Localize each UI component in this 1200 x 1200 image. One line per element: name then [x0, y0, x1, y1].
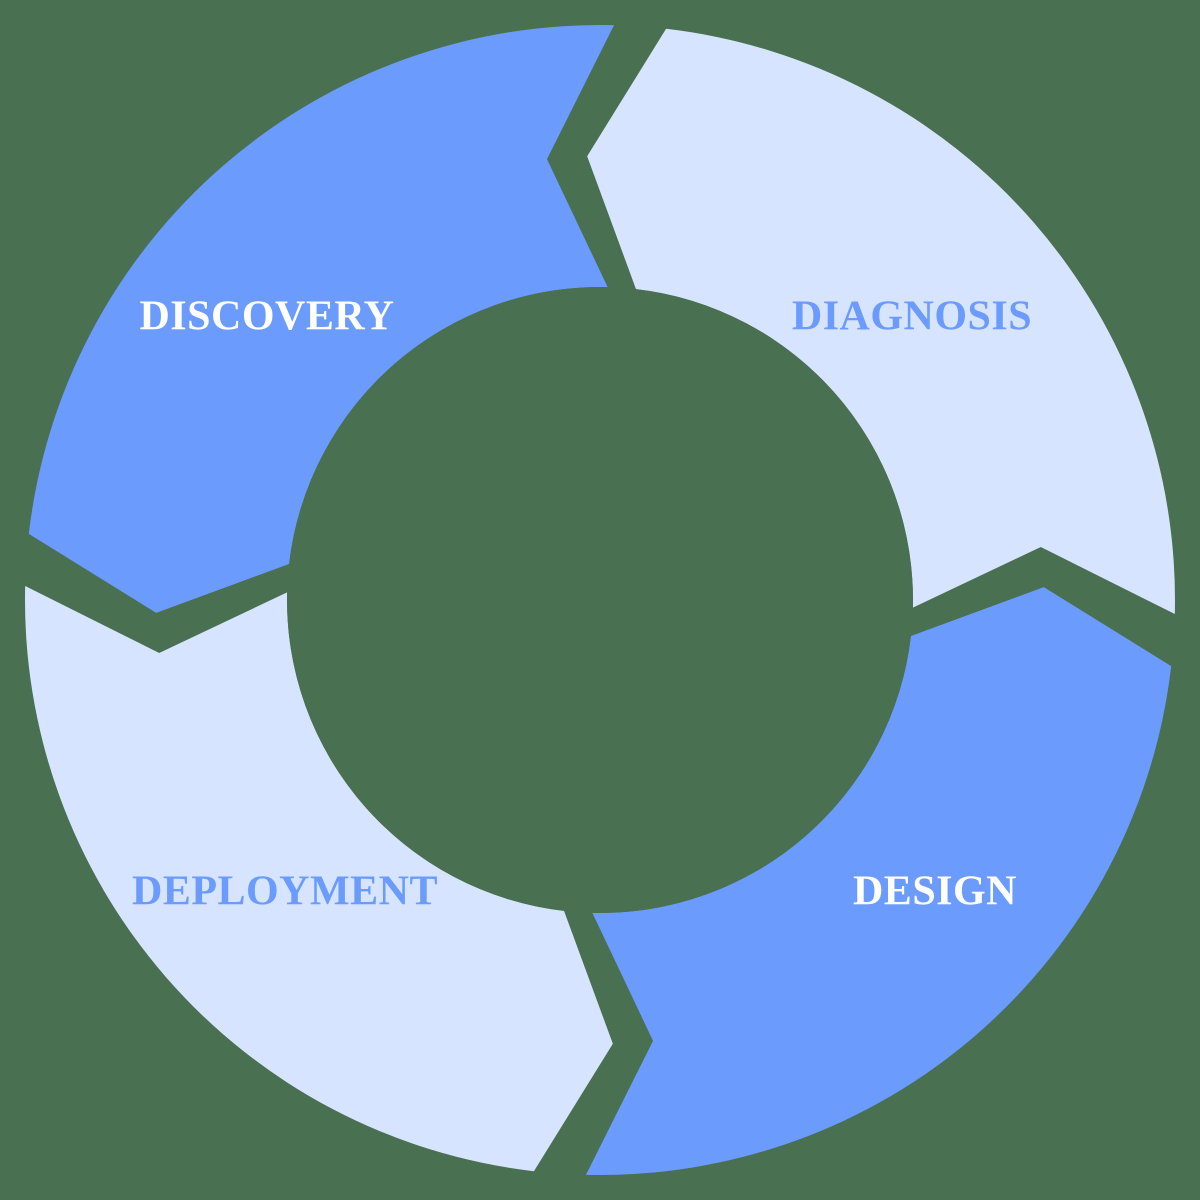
- segment-label-diagnosis: DIAGNOSIS: [792, 294, 1032, 340]
- segment-diagnosis[interactable]: [587, 28, 1176, 615]
- segment-design[interactable]: [585, 587, 1172, 1176]
- segment-labels-group: DIAGNOSIS DESIGN DEPLOYMENT DISCOVERY: [132, 294, 1032, 915]
- segment-label-deployment: DEPLOYMENT: [132, 869, 438, 915]
- segment-label-discovery: DISCOVERY: [139, 294, 394, 340]
- segment-deployment[interactable]: [24, 585, 613, 1172]
- segment-discovery[interactable]: [28, 24, 615, 613]
- center-hole: [287, 287, 913, 913]
- segment-label-design: DESIGN: [853, 869, 1017, 915]
- segments-group: [24, 24, 1176, 1176]
